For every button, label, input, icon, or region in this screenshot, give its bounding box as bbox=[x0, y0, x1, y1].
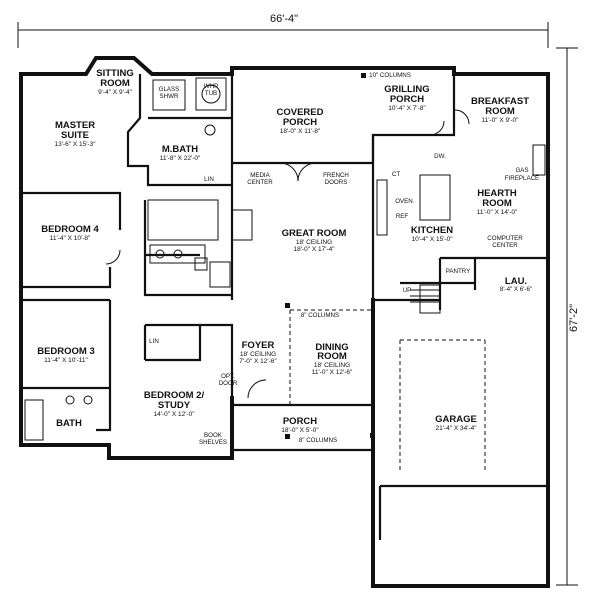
great-room-dim: 18'-0" X 17'-4" bbox=[293, 246, 335, 253]
great-room-name: GREAT ROOM bbox=[282, 228, 347, 239]
master-suite-dim: 13'-6" X 15'-3" bbox=[54, 141, 96, 148]
fixtures bbox=[24, 77, 546, 441]
columns-label-mid: 8" COLUMNS bbox=[301, 312, 339, 319]
glass-shower-label-2: SHWR bbox=[160, 93, 179, 100]
bedroom-2-name: BEDROOM 2/ bbox=[144, 390, 205, 401]
bedroom-3-dim: 11'-4" X 10'-11" bbox=[44, 357, 88, 364]
french-doors-label: FRENCH bbox=[323, 172, 349, 179]
columns bbox=[285, 73, 375, 439]
covered-porch-dim: 18'-0" X 11'-8" bbox=[280, 128, 321, 135]
mbath-dim: 11'-8" X 22'-0" bbox=[160, 155, 201, 162]
sitting-room-name: SITTING bbox=[96, 68, 133, 79]
gas-fireplace-label-2: FIREPLACE bbox=[505, 175, 539, 182]
dining-room-name: DINING bbox=[315, 342, 348, 353]
linen-label-2: LIN bbox=[149, 338, 159, 345]
sitting-room-name-2: ROOM bbox=[100, 78, 130, 89]
garage-name: GARAGE bbox=[435, 414, 477, 425]
garage-outline bbox=[399, 339, 486, 470]
grilling-porch-name-2: PORCH bbox=[390, 94, 424, 105]
laundry-dim: 8'-4" X 6'-6" bbox=[500, 286, 532, 293]
garage-dim: 21'-4" X 34'-4" bbox=[435, 425, 477, 432]
dining-room-dim: 11'-0" X 12'-6" bbox=[312, 369, 353, 376]
overall-width-label: 66'-4" bbox=[270, 13, 298, 25]
hearth-room-dim: 11'-0" X 14'-0" bbox=[477, 209, 518, 216]
kitchen-name: KITCHEN bbox=[411, 225, 453, 236]
bedroom-2-name-2: STUDY bbox=[158, 400, 191, 411]
hearth-room-name-2: ROOM bbox=[482, 198, 512, 209]
optional-door-label: OPT. bbox=[221, 373, 235, 380]
columns-label-top: 10" COLUMNS bbox=[369, 72, 411, 79]
covered-porch-name: COVERED bbox=[277, 107, 324, 118]
book-shelves-label-2: SHELVES bbox=[199, 439, 227, 446]
glass-shower-label: GLASS bbox=[159, 86, 180, 93]
master-suite-name: MASTER bbox=[55, 120, 95, 131]
bedroom-4-name: BEDROOM 4 bbox=[41, 224, 99, 235]
breakfast-room-name-2: ROOM bbox=[485, 106, 515, 117]
foyer-dim: 7'-0" X 12'-6" bbox=[239, 358, 277, 365]
gas-fireplace-label: GAS bbox=[515, 167, 528, 174]
book-shelves-label: BOOK bbox=[204, 432, 223, 439]
door-swings bbox=[105, 109, 470, 399]
porch-name: PORCH bbox=[283, 416, 317, 427]
bath-name: BATH bbox=[56, 418, 82, 429]
sitting-room-dim: 9'-4" X 9'-4" bbox=[98, 89, 133, 96]
laundry-name: LAU. bbox=[505, 276, 527, 287]
whp-tub-label-2: TUB bbox=[205, 90, 217, 97]
bedroom-2-dim: 14'-0" X 12'-0" bbox=[153, 411, 195, 418]
mbath-name: M.BATH bbox=[162, 144, 198, 155]
media-center-label-2: CENTER bbox=[247, 179, 273, 186]
grilling-porch-name: GRILLING bbox=[384, 84, 429, 95]
interior-walls bbox=[21, 74, 548, 452]
refrigerator-label: REF bbox=[396, 213, 409, 220]
porch-dim: 18'-0" X 5'-0" bbox=[281, 427, 319, 434]
columns-label-bottom: 8" COLUMNS bbox=[299, 437, 337, 444]
great-room-ceiling: 18' CEILING bbox=[296, 239, 332, 246]
oven-label: OVEN bbox=[395, 198, 413, 205]
breakfast-room-name: BREAKFAST bbox=[471, 96, 529, 107]
computer-center-label-2: CENTER bbox=[492, 242, 518, 249]
computer-center-label: COMPUTER bbox=[487, 235, 523, 242]
linen-label-1: LIN bbox=[204, 176, 214, 183]
dining-room-name-2: ROOM bbox=[317, 351, 347, 362]
overall-depth-label: 67'-2" bbox=[568, 304, 580, 332]
dimension-lines bbox=[17, 22, 578, 586]
foyer-name: FOYER bbox=[242, 340, 275, 351]
exterior-walls bbox=[19, 56, 550, 588]
foyer-ceiling: 18' CEILING bbox=[240, 351, 276, 358]
master-suite-name-2: SUITE bbox=[61, 130, 89, 141]
covered-porch-name-2: PORCH bbox=[283, 117, 317, 128]
whp-tub-label: WHP bbox=[204, 83, 218, 90]
breakfast-room-dim: 11'-0" X 9'-0" bbox=[482, 117, 520, 124]
dining-room-ceiling: 18' CEILING bbox=[314, 362, 350, 369]
bedroom-3-name: BEDROOM 3 bbox=[37, 346, 95, 357]
grilling-porch-dim: 10'-4" X 7'-8" bbox=[388, 105, 426, 112]
media-center-label: MEDIA bbox=[250, 172, 270, 179]
hearth-room-name: HEARTH bbox=[477, 188, 517, 199]
optional-door-label-2: DOOR bbox=[219, 380, 238, 387]
dishwasher-label: DW. bbox=[434, 153, 446, 160]
stairs-up-label: UP bbox=[403, 287, 412, 294]
pantry-label: PANTRY bbox=[446, 268, 471, 275]
bedroom-4-dim: 11'-4" X 10'-8" bbox=[50, 235, 91, 242]
cooktop-label: CT bbox=[392, 171, 400, 178]
kitchen-dim: 10'-4" X 15'-0" bbox=[411, 236, 453, 243]
french-doors-label-2: DOORS bbox=[325, 179, 348, 186]
